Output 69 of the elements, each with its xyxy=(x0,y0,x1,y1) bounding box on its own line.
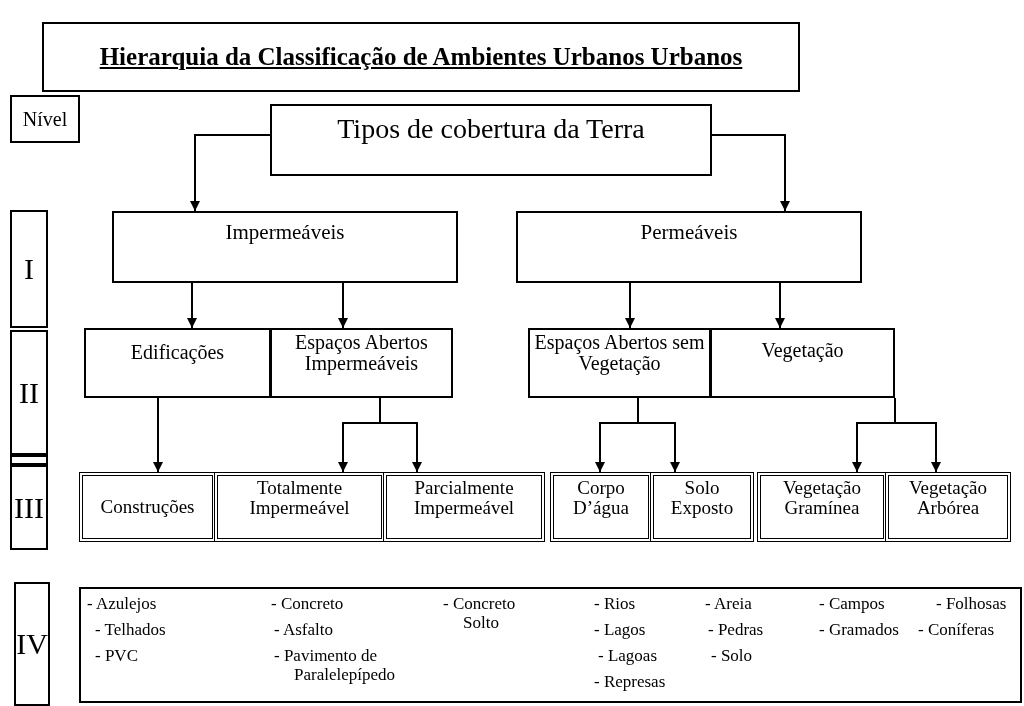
category-box xyxy=(112,211,458,283)
category-label: Parcialmente Impermeável xyxy=(412,478,516,518)
level-label: III xyxy=(14,491,44,524)
arrow xyxy=(153,397,163,473)
example-item: - Represas xyxy=(594,673,666,692)
root-box xyxy=(270,104,712,176)
example-item: - Campos xyxy=(819,595,885,614)
example-item: - Rios xyxy=(594,595,636,614)
category-label: Solo Exposto xyxy=(669,478,735,518)
example-item: - Pavimento de Paralelepípedo xyxy=(274,647,396,685)
example-item: - Coníferas xyxy=(918,621,994,640)
level-box xyxy=(10,465,48,550)
example-item: - Solo xyxy=(711,647,753,666)
class-box xyxy=(79,472,216,542)
category-label: Corpo D’água xyxy=(572,478,630,518)
class-box xyxy=(650,472,754,542)
level-label: IV xyxy=(16,628,48,660)
category-box xyxy=(270,328,453,398)
example-item: - Lagos xyxy=(594,621,646,640)
level-header-box xyxy=(10,95,80,143)
arrow xyxy=(187,282,197,329)
category-label: Permeáveis xyxy=(640,221,738,244)
category-label: Vegetação xyxy=(761,340,844,361)
arrow xyxy=(190,134,271,212)
arrow xyxy=(637,397,680,473)
example-item: - Concreto xyxy=(271,595,344,614)
category-label: Tipos de cobertura da Terra xyxy=(337,114,645,144)
example-item: - Pedras xyxy=(708,621,764,640)
example-item: - PVC xyxy=(95,647,138,666)
class-box xyxy=(885,472,1011,542)
arrow xyxy=(775,282,785,329)
level-label: II xyxy=(19,376,39,409)
category-box xyxy=(516,211,862,283)
category-label: Impermeáveis xyxy=(225,221,345,244)
arrow xyxy=(625,282,635,329)
level-label: I xyxy=(24,253,34,285)
example-item: - Telhados xyxy=(95,621,166,640)
arrow xyxy=(338,282,348,329)
example-item: - Gramados xyxy=(819,621,899,640)
category-label: Construções xyxy=(100,497,195,517)
category-label: Vegetação Arbórea xyxy=(907,478,989,518)
arrow xyxy=(379,397,422,473)
level-box xyxy=(10,330,48,455)
class-box xyxy=(757,472,887,542)
level-box xyxy=(10,455,48,465)
diagram-title: Hierarquia da Classificação de Ambientes Urbanos Urbanos xyxy=(99,43,743,71)
class-box xyxy=(550,472,652,542)
category-box xyxy=(84,328,271,398)
example-item: - Areia xyxy=(705,595,752,614)
class-box xyxy=(383,472,545,542)
category-label: Espaços Abertos Impermeáveis xyxy=(294,332,429,374)
arrow xyxy=(711,134,790,212)
class-box xyxy=(214,472,385,542)
level-box xyxy=(10,210,48,328)
example-item: - Concreto Solto xyxy=(443,595,517,633)
category-box xyxy=(528,328,711,398)
examples-box xyxy=(79,587,1022,703)
level-box xyxy=(14,582,50,706)
arrow xyxy=(894,397,941,473)
example-item: - Asfalto xyxy=(274,621,334,640)
category-label: Edificações xyxy=(130,342,225,363)
category-label: Vegetação Gramínea xyxy=(781,478,863,518)
example-item: - Lagoas xyxy=(598,647,657,666)
category-label: Totalmente Impermeável xyxy=(248,478,351,518)
example-item: - Azulejos xyxy=(87,595,157,614)
example-item: - Folhosas xyxy=(936,595,1007,614)
category-label: Espaços Abertos sem Vegetação xyxy=(534,332,705,374)
category-box xyxy=(710,328,895,398)
level-label: Nível xyxy=(22,108,68,130)
